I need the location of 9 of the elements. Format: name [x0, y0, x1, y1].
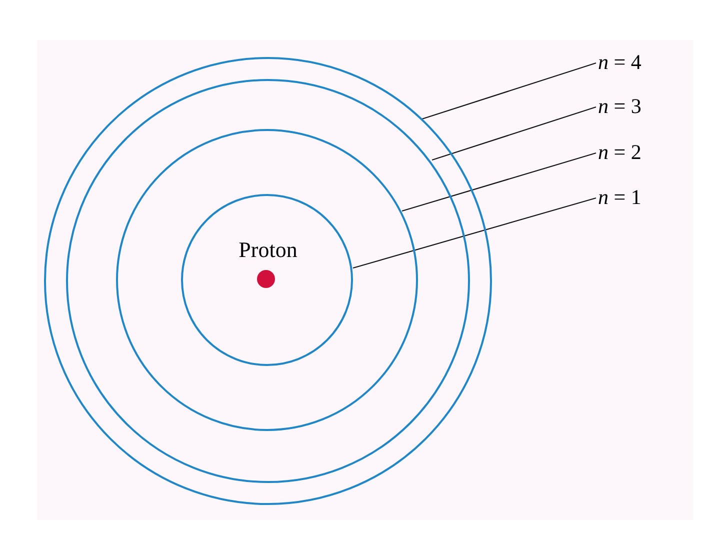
leader-line — [402, 152, 596, 212]
orbit-label: n = 2 — [598, 140, 668, 166]
orbit-label: n = 3 — [598, 94, 668, 120]
leader-line — [432, 106, 596, 161]
leader-line — [352, 197, 596, 269]
orbit-label: n = 1 — [598, 185, 668, 211]
proton-label: Proton — [238, 239, 298, 261]
orbit-label: n = 4 — [598, 50, 668, 76]
leader-line — [422, 62, 596, 120]
